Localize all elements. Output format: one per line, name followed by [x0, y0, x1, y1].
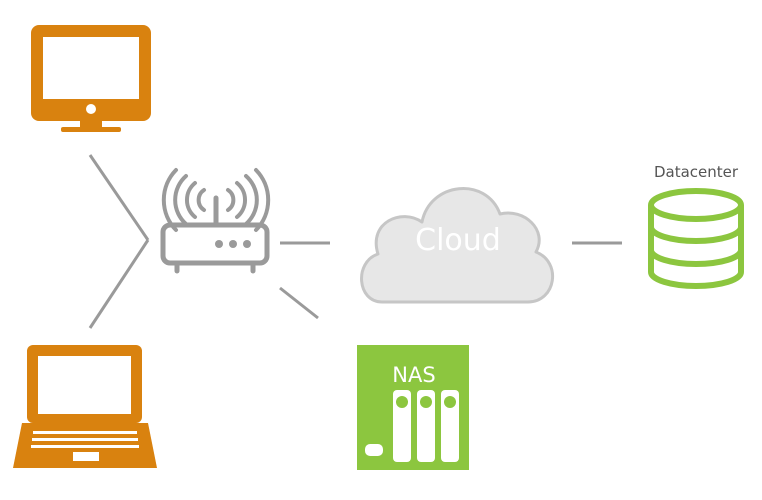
datacenter-label: Datacenter [654, 163, 739, 181]
laptop-icon [13, 345, 157, 468]
nas-label: NAS [392, 363, 435, 387]
connection-laptop-router [88, 239, 150, 329]
nas-icon [357, 345, 469, 470]
connections [88, 154, 622, 329]
cloud-label: Cloud [415, 223, 501, 258]
connection-router-nas [279, 286, 319, 320]
cloud-icon [360, 187, 554, 304]
wifi-router-icon [160, 168, 271, 274]
desktop-monitor-icon [31, 25, 151, 132]
connection-desktop-router [88, 154, 150, 241]
database-icon [648, 188, 744, 289]
